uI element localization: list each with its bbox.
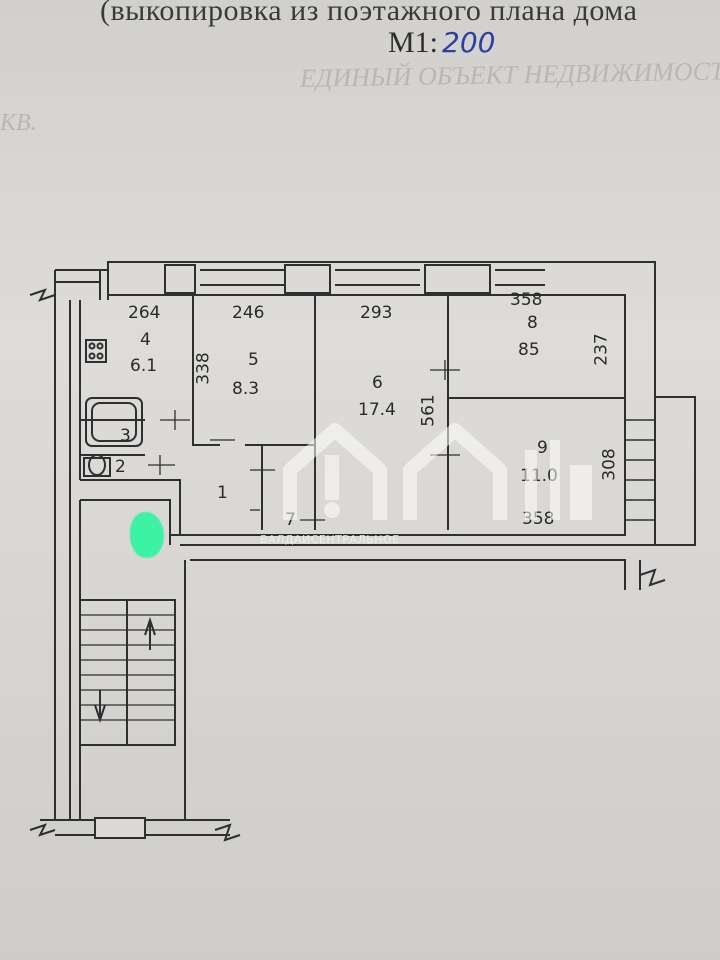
room-5-number: 5 xyxy=(248,350,259,370)
room-8-depth: 237 xyxy=(591,333,612,366)
window-bottom xyxy=(94,817,146,839)
break-mark-left xyxy=(29,288,56,302)
watermark-text: ВАЛДАЙСЕНТРАЛЬНОЕ xyxy=(260,533,400,546)
room-1-number: 1 xyxy=(217,483,228,503)
balcony xyxy=(654,396,696,546)
scale-value-handwritten: 200 xyxy=(442,26,496,59)
room-5-width: 246 xyxy=(232,303,265,323)
partition-4-5 xyxy=(192,295,220,446)
room-3-number: 3 xyxy=(120,426,131,446)
room-4-width: 264 xyxy=(128,303,161,323)
highlighter-mark xyxy=(130,512,164,558)
room-8-width: 358 xyxy=(510,290,543,310)
room-5-depth: 338 xyxy=(193,352,214,385)
stove xyxy=(85,339,107,363)
room-9-number: 9 xyxy=(537,438,548,458)
room-8-number: 8 xyxy=(527,313,538,333)
outer-wall-left xyxy=(69,300,81,820)
room-8-area: 85 xyxy=(518,340,540,360)
room-4-number: 4 xyxy=(140,330,151,350)
stair-arrow-up xyxy=(144,616,156,650)
room-6-width: 293 xyxy=(360,303,393,323)
room-6-area: 17.4 xyxy=(358,400,396,420)
partition-bath xyxy=(80,479,181,535)
watermark-logo xyxy=(283,423,592,520)
room-6-number: 6 xyxy=(372,373,383,393)
bleed-through-text-2: КВ. xyxy=(0,110,37,136)
scale-label: М1: xyxy=(388,26,439,59)
room-2-number: 2 xyxy=(115,457,126,477)
room-4-area: 6.1 xyxy=(130,356,158,376)
room-9-depth: 308 xyxy=(599,448,620,481)
document-subtitle: (выкопировка из поэтажного плана дома xyxy=(100,0,638,27)
bathtub xyxy=(85,397,143,447)
window-marks xyxy=(164,264,545,294)
room-5-area: 8.3 xyxy=(232,379,260,399)
scale-line: М1:200 xyxy=(388,26,495,60)
stair-arrow-down xyxy=(94,690,106,724)
